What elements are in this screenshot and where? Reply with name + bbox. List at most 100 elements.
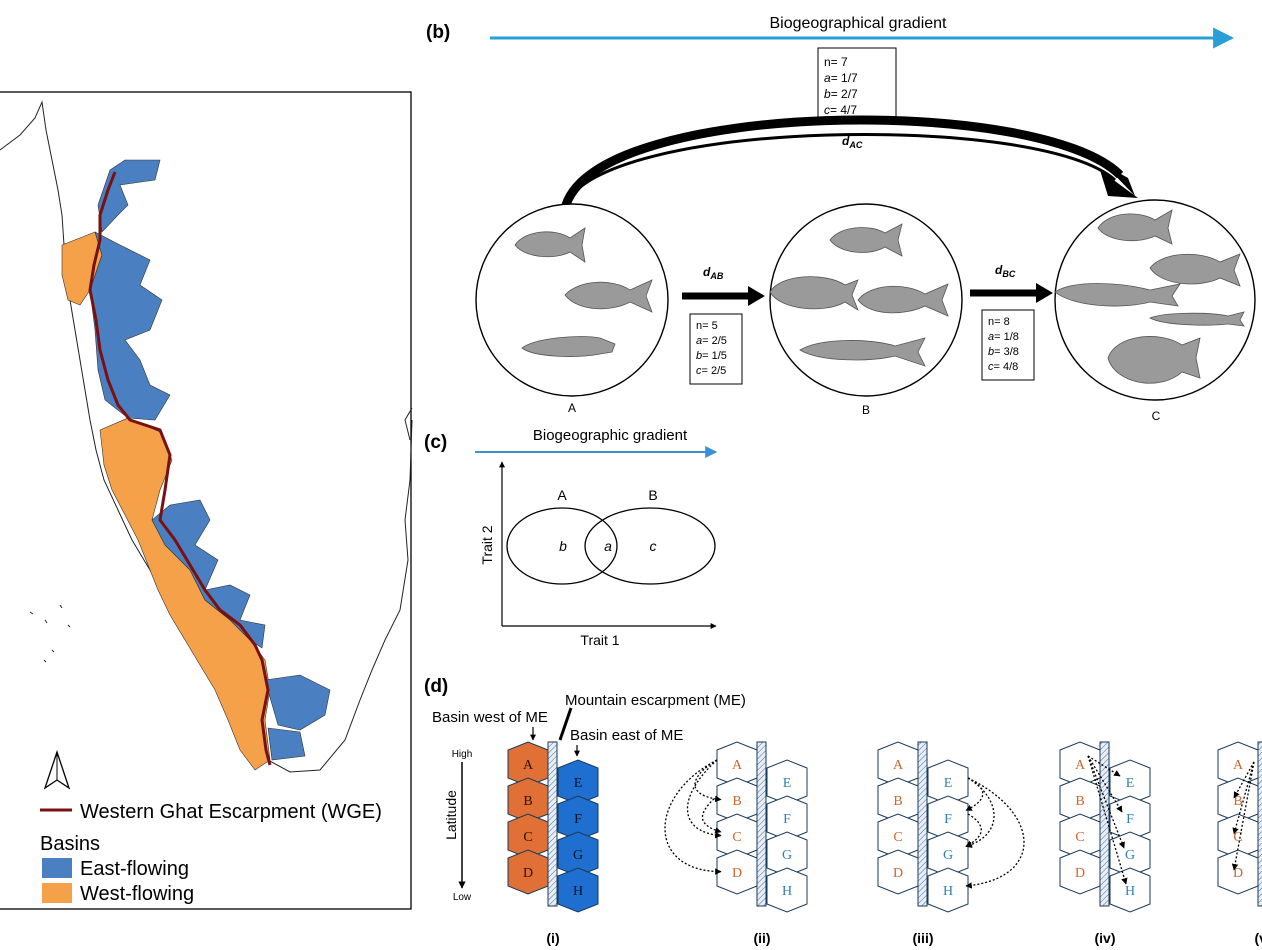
site-label-b: B (862, 403, 870, 417)
dispersal-arrow (1233, 761, 1255, 799)
arc-ac (561, 115, 1124, 207)
dispersal-arrow (1087, 755, 1125, 849)
panel-b-gradient-label: Biogeographical gradient (769, 15, 947, 32)
lat-high: High (452, 749, 473, 760)
d-bc-label: dBC (995, 263, 1016, 279)
east-cell-h (766, 867, 808, 913)
map-panel: Western Ghat Escarpment (WGE) Basins Eas… (0, 91, 413, 910)
east-cell-g (557, 831, 599, 877)
east-cell-label: E (944, 776, 953, 791)
me-pointer (558, 707, 573, 741)
arrow-bc-head (1036, 283, 1053, 303)
d-east-label: Basin east of ME (570, 727, 683, 744)
arc-ac-inner (564, 133, 1117, 206)
east-cell-label: H (573, 884, 583, 899)
east-cell-label: G (782, 848, 792, 863)
escarpment-strip (1099, 741, 1110, 907)
d-me-label: Mountain escarpment (ME) (565, 692, 746, 709)
dispersal-arrow (701, 795, 722, 834)
west-cell-label: D (893, 866, 903, 881)
legend-west-label: West-flowing (80, 883, 194, 905)
coastline (0, 100, 413, 773)
lat-label: Latitude (443, 790, 459, 840)
d-ac-label: dAC (842, 134, 863, 150)
venn-region-a: a (604, 538, 612, 554)
box-bc (981, 309, 1035, 381)
box-ab-c: c= 2/5 (696, 365, 726, 377)
east-cell-e (927, 759, 969, 805)
east-cell-h (557, 867, 599, 913)
west-cell-label: C (1075, 830, 1084, 845)
arc-ac-head2 (1100, 170, 1138, 198)
arrow-ab-head (748, 286, 765, 306)
coast-fragment (404, 407, 413, 441)
dispersal-arrow (686, 759, 722, 839)
venn-label-a: A (557, 487, 567, 503)
west-cell-label: B (1233, 794, 1242, 809)
venn-b (584, 507, 716, 585)
venn-label-b: B (648, 487, 657, 503)
box-ab-n: n= 5 (696, 320, 718, 332)
west-cell-label: B (893, 794, 902, 809)
escarpment-strip (547, 741, 558, 907)
d-ab-label: dAB (703, 265, 724, 281)
west-cell-label: B (523, 794, 532, 809)
panel-b: (b) Biogeographical gradient n= 7 a= 1/7… (426, 15, 1256, 423)
scenario-label: (v) (1254, 930, 1262, 946)
east-cell-label: F (574, 812, 582, 827)
west-cell-label: D (523, 866, 533, 881)
west-cell-label: C (523, 830, 532, 845)
box-ab-b: b= 1/5 (696, 350, 727, 362)
dispersal-arrow (965, 813, 982, 847)
escarpment-strip (1257, 741, 1262, 907)
scenario-label: (ii) (753, 930, 770, 946)
dispersal-arrow (664, 759, 722, 875)
west-cell-label: B (732, 794, 741, 809)
west-cell-label: A (523, 758, 534, 773)
fish-icons-site-b (769, 223, 949, 367)
c-xlabel: Trait 1 (580, 632, 619, 648)
east-cell-label: E (1126, 776, 1135, 791)
box-bc-b: b= 3/8 (988, 346, 1019, 358)
venn-region-b: b (559, 538, 567, 554)
legend-escarpment-label: Western Ghat Escarpment (WGE) (80, 801, 382, 823)
box-ac-a: a= 1/7 (824, 71, 858, 85)
scenario-diagrams: ABCDEFGH(i)ABCDEFGH(ii)ABCDEFGH(iii)ABCD… (507, 741, 1262, 946)
east-cell-label: F (783, 812, 791, 827)
box-bc-n: n= 8 (988, 316, 1010, 328)
box-bc-c: c= 4/8 (988, 361, 1018, 373)
east-cell-g (766, 831, 808, 877)
scenario-label: (i) (546, 930, 559, 946)
dispersal-arrow (1232, 761, 1255, 835)
east-cell-label: H (1125, 884, 1135, 899)
fish-icons-site-a (514, 227, 653, 357)
west-cell-label: A (1233, 758, 1244, 773)
islands (29, 604, 71, 663)
east-cell-label: F (1126, 812, 1134, 827)
venn-a (506, 507, 618, 585)
west-cell-label: A (893, 758, 904, 773)
east-cell-label: E (783, 776, 792, 791)
east-cell-label: H (943, 884, 953, 899)
box-ac-b: b= 2/7 (824, 87, 858, 101)
site-label-a: A (568, 401, 576, 415)
box-ac-n: n= 7 (824, 55, 848, 69)
box-bc-a: a= 1/8 (988, 331, 1019, 343)
east-cell-g (927, 831, 969, 877)
fish-icons-site-c (1054, 209, 1245, 384)
panel-c-letter: (c) (424, 432, 447, 453)
box-ac (817, 47, 897, 123)
scenario-label: (iv) (1095, 930, 1116, 946)
east-cell-f (927, 795, 969, 841)
east-cell-e (557, 759, 599, 805)
panel-c: (c) Biogeographic gradient Trait 1 Trait… (424, 427, 718, 648)
west-cell-label: C (732, 830, 741, 845)
legend-east-swatch (42, 858, 72, 878)
venn-region-c: c (650, 538, 657, 554)
dispersal-arrow (965, 777, 995, 848)
